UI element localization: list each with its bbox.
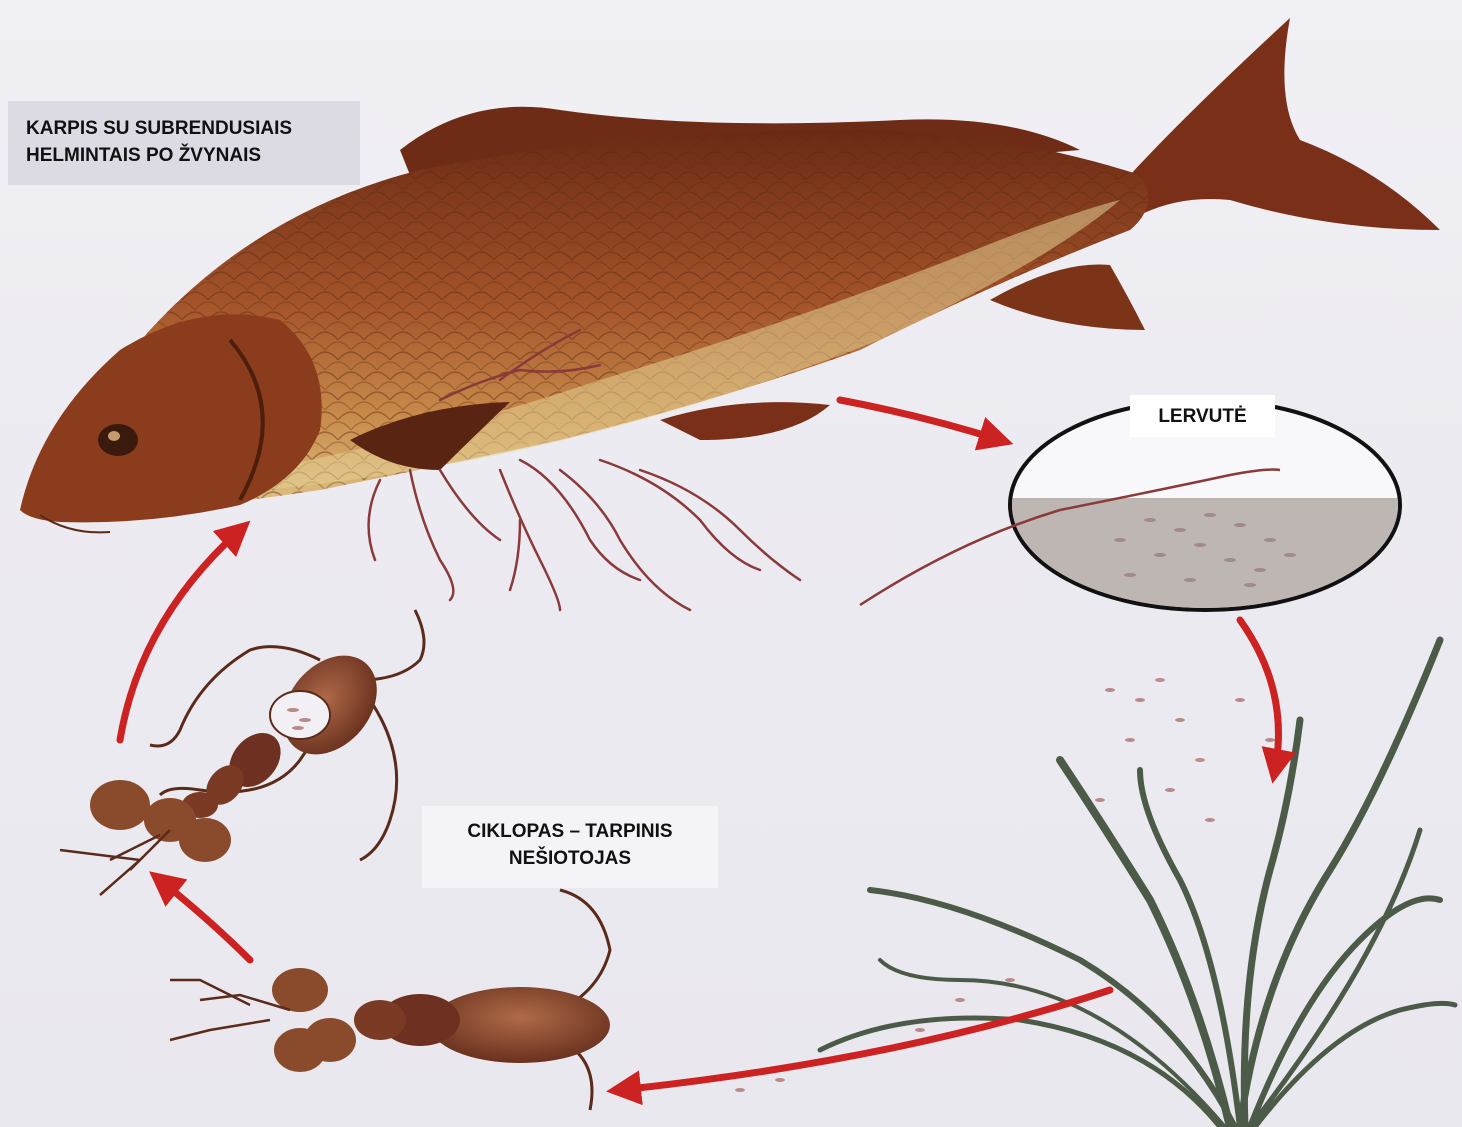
- cyclops-larva-cyst: [270, 691, 330, 739]
- cyclops-infected: [60, 610, 424, 895]
- arrow-larva-to-plant: [1240, 620, 1278, 770]
- arrow-cyclops-to-fish: [120, 530, 240, 740]
- fish-eye: [98, 424, 138, 456]
- label-cyclops: CIKLOPAS – TARPINIS NEŠIOTOJAS: [422, 806, 718, 888]
- pelvic-fin: [660, 402, 830, 440]
- cyclops-lower: [170, 890, 610, 1110]
- label-carp: KARPIS SU SUBRENDUSIAIS HELMINTAIS PO ŽV…: [8, 101, 360, 185]
- arrow-fish-to-larva: [840, 400, 1000, 440]
- water-plant: [820, 640, 1455, 1127]
- larvae-dots: [735, 678, 1275, 1092]
- arrow-cyclops-to-cyclops: [160, 880, 250, 960]
- label-larva: LERVUTĖ: [1130, 395, 1275, 437]
- arrow-plant-to-cyclops: [620, 990, 1110, 1090]
- tail-fin: [1130, 18, 1440, 230]
